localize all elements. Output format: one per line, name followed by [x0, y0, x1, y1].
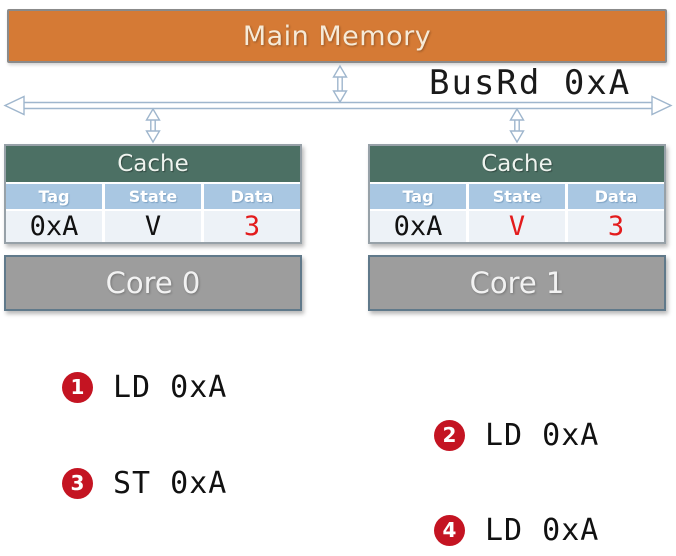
cache-0-state-value: V: [105, 211, 201, 242]
operation-1-text: LD 0xA: [113, 370, 228, 405]
cache-1-table: Tag State Data 0xA V 3: [370, 184, 664, 242]
cache-1-box: Cache Tag State Data 0xA V 3: [368, 144, 666, 244]
cache-0-title: Cache: [6, 146, 300, 182]
bus-transaction-label: BusRd 0xA: [429, 63, 632, 103]
memory-bus-arrow: [332, 64, 348, 104]
cache-0-tag-value: 0xA: [6, 211, 102, 242]
main-memory-box: Main Memory: [7, 9, 667, 63]
operation-3: 3 ST 0xA: [62, 466, 227, 501]
core-0-box: Core 0: [4, 255, 302, 311]
operation-3-text: ST 0xA: [113, 466, 228, 501]
cache-0-column-tag: Tag: [6, 184, 102, 209]
cache-1-column-data: Data: [568, 184, 664, 209]
step-2-badge: 2: [434, 420, 465, 451]
step-3-badge: 3: [62, 468, 93, 499]
cache0-bus-arrow: [145, 107, 161, 144]
cache-1-tag-value: 0xA: [370, 211, 466, 242]
cache-0-column-state: State: [105, 184, 201, 209]
cache-0-column-data: Data: [204, 184, 300, 209]
cache-0-data-value: 3: [204, 211, 300, 242]
cache-1-column-state: State: [469, 184, 565, 209]
cache-1-data-value: 3: [568, 211, 664, 242]
cache-1-state-value: V: [469, 211, 565, 242]
operation-1: 1 LD 0xA: [62, 370, 227, 405]
cache-1-title: Cache: [370, 146, 664, 182]
cache1-bus-arrow: [509, 107, 525, 144]
core-1-label: Core 1: [469, 266, 565, 300]
cache-0-box: Cache Tag State Data 0xA V 3: [4, 144, 302, 244]
core-0-label: Core 0: [105, 266, 201, 300]
operation-4: 4 LD 0xA: [434, 513, 599, 548]
operation-2: 2 LD 0xA: [434, 418, 599, 453]
step-4-badge: 4: [434, 515, 465, 546]
main-memory-label: Main Memory: [242, 20, 432, 52]
operation-4-text: LD 0xA: [485, 513, 600, 548]
cache-1-column-tag: Tag: [370, 184, 466, 209]
cache-0-table: Tag State Data 0xA V 3: [6, 184, 300, 242]
operation-2-text: LD 0xA: [485, 418, 600, 453]
step-1-badge: 1: [62, 372, 93, 403]
core-1-box: Core 1: [368, 255, 666, 311]
